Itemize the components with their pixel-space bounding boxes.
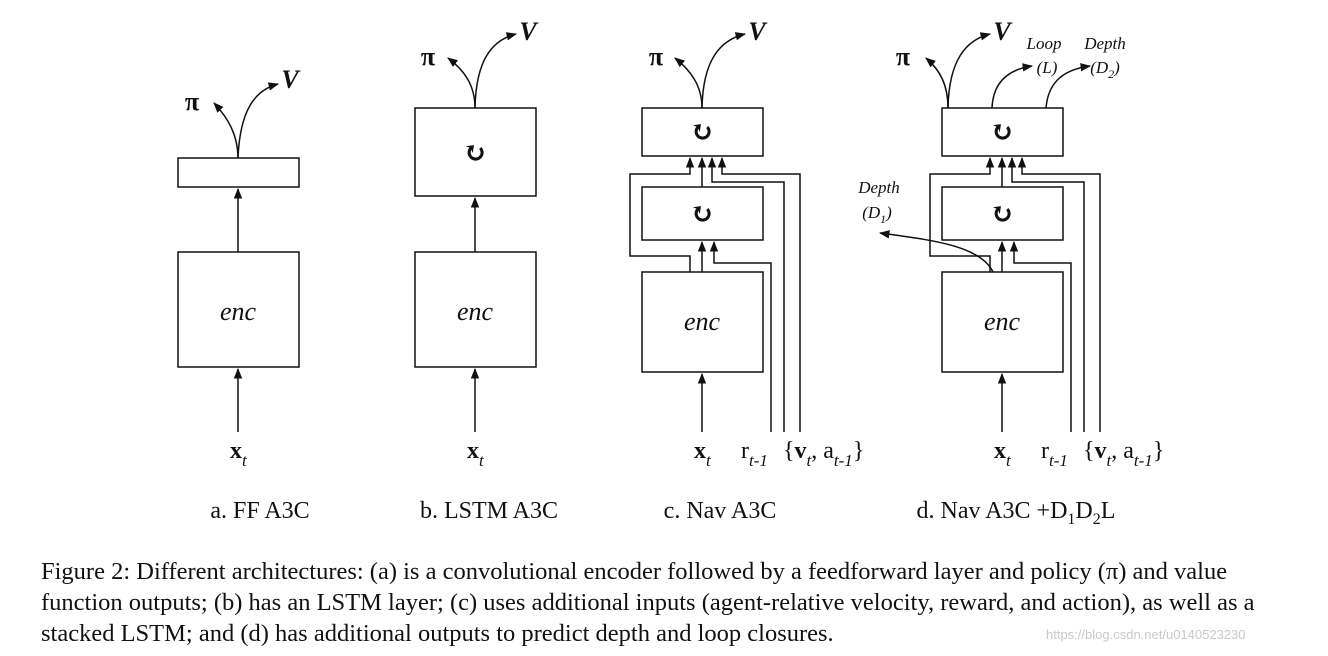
panel-caption: d. Nav A3C +D1D2L <box>917 498 1116 528</box>
policy-arrow <box>674 57 703 109</box>
value-label: V <box>281 65 301 94</box>
policy-arrow <box>925 57 949 109</box>
recurrent-icon: ↻ <box>690 117 713 148</box>
panel-d: enc ↻ ↻ π V Loop (L) Depth (D2) Depth (D… <box>857 17 1164 528</box>
value-label: V <box>519 17 539 46</box>
value-arrow <box>701 32 747 109</box>
panel-caption: b. LSTM A3C <box>420 498 558 524</box>
policy-arrow <box>213 102 239 159</box>
policy-label: π <box>649 42 663 71</box>
extra-input-arrow <box>717 156 801 432</box>
reward-arrow-1 <box>709 240 772 432</box>
value-arrow <box>947 32 992 109</box>
architecture-diagram: enc π V xt a. FF A3C enc ↻ π V xt b. LST… <box>177 17 1164 528</box>
panel-c: enc ↻ ↻ π V xt rt-1 {vt, at-1} c. Nav A3… <box>629 17 864 524</box>
depth1-symbol: (D1) <box>862 203 892 226</box>
enc-skip-arrow <box>929 156 995 272</box>
recurrent-icon: ↻ <box>990 117 1013 148</box>
extra-input-arrow <box>1017 156 1101 432</box>
recurrent-icon: ↻ <box>690 199 713 230</box>
policy-label: π <box>421 42 435 71</box>
loop-arrow <box>991 63 1034 109</box>
loop-label: Loop <box>1026 34 1062 53</box>
recurrent-icon: ↻ <box>463 138 486 169</box>
reward-arrow-2 <box>1007 156 1085 432</box>
lstm-box-2 <box>941 107 1064 157</box>
reward-arrow-2 <box>707 156 785 432</box>
value-label: V <box>993 17 1013 46</box>
depth2-arrow <box>1045 63 1092 109</box>
encoder-label: enc <box>457 297 494 326</box>
input-label: xt <box>467 438 485 470</box>
figure-caption: Figure 2: Different architectures: (a) i… <box>41 558 1255 647</box>
panel-a: enc π V xt a. FF A3C <box>177 65 310 524</box>
input-label: xt <box>230 438 248 470</box>
extra-input-label: {vt, at-1} <box>1083 438 1164 470</box>
encoder-label: enc <box>684 307 721 336</box>
value-arrow <box>474 32 518 109</box>
input-label: xt <box>694 438 712 470</box>
reward-label: rt-1 <box>741 438 768 470</box>
panel-b: enc ↻ π V xt b. LSTM A3C <box>414 17 558 524</box>
encoder-label: enc <box>984 307 1021 336</box>
value-arrow <box>237 82 280 159</box>
extra-input-label: {vt, at-1} <box>783 438 864 470</box>
value-label: V <box>748 17 768 46</box>
enc-skip-arrow <box>629 156 695 272</box>
input-label: xt <box>994 438 1012 470</box>
reward-label: rt-1 <box>1041 438 1068 470</box>
watermark: https://blog.csdn.net/u0140523230 <box>1046 627 1246 642</box>
depth2-label: Depth <box>1083 34 1126 53</box>
loop-symbol: (L) <box>1037 58 1058 77</box>
depth1-arrow <box>878 230 994 273</box>
panel-caption: a. FF A3C <box>210 498 309 524</box>
policy-label: π <box>896 42 910 71</box>
recurrent-icon: ↻ <box>990 199 1013 230</box>
policy-arrow <box>447 57 476 109</box>
policy-label: π <box>185 87 199 116</box>
panel-caption: c. Nav A3C <box>664 498 777 524</box>
depth2-symbol: (D2) <box>1090 58 1120 81</box>
feedforward-layer <box>177 157 300 188</box>
encoder-label: enc <box>220 297 257 326</box>
depth1-label: Depth <box>857 178 900 197</box>
reward-arrow-1 <box>1009 240 1072 432</box>
